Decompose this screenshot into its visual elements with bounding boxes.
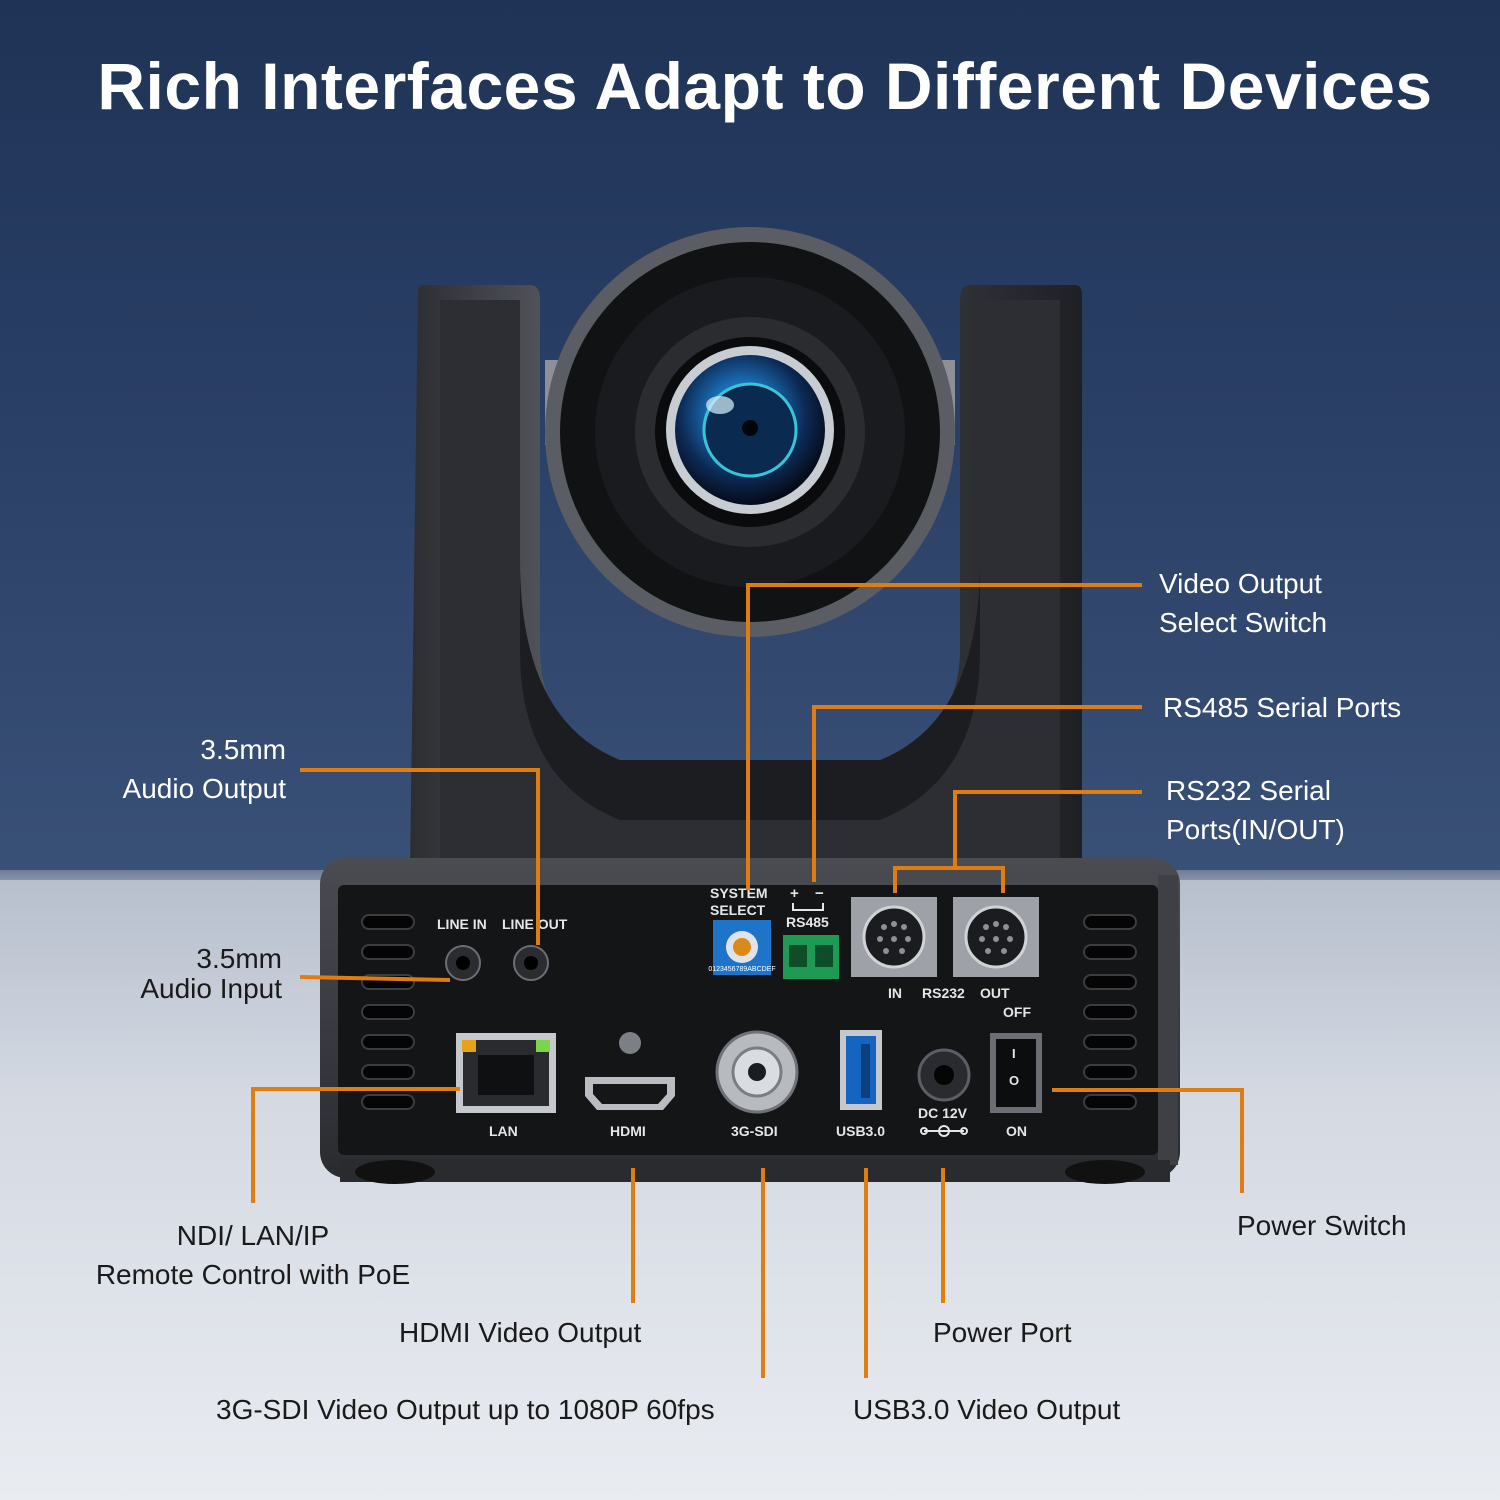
line-out-jack: [513, 945, 549, 981]
callout-power-port: Power Port: [933, 1313, 1072, 1352]
callout-text: Power Port: [933, 1317, 1072, 1348]
callout-rs232: RS232 Serial Ports(IN/OUT): [1166, 771, 1345, 849]
line-in-label: LINE IN: [437, 916, 487, 932]
system-select-dial: 0123456789ABCDEF: [708, 920, 776, 975]
left-vents: [361, 914, 415, 1110]
usb-port: [840, 1030, 882, 1110]
callout-text: Audio Input: [140, 973, 282, 1004]
callout-text: Remote Control with PoE: [95, 1259, 411, 1290]
line-out-label: LINE OUT: [502, 916, 568, 932]
lan-label: LAN: [489, 1123, 518, 1139]
lan-port: [456, 1033, 556, 1113]
line-rs232-out: [955, 866, 1005, 893]
callout-text: Ports(IN/OUT): [1166, 814, 1345, 845]
dc-label: DC 12V: [918, 1105, 968, 1121]
callout-sdi: 3G-SDI Video Output up to 1080P 60fps: [216, 1390, 715, 1429]
callout-text: Power Switch: [1237, 1210, 1407, 1241]
callout-lan: NDI/ LAN/IP Remote Control with PoE: [60, 1216, 446, 1294]
callout-hdmi: HDMI Video Output: [399, 1313, 641, 1352]
callout-audio-input: 3.5mm Audio Input: [60, 944, 282, 1004]
callout-video-output-select: Video Output Select Switch: [1159, 564, 1327, 642]
switch-i-mark: I: [1012, 1046, 1016, 1061]
sdi-label: 3G-SDI: [731, 1123, 778, 1139]
switch-o-mark: O: [1009, 1073, 1019, 1088]
line-power-switch: [1052, 1088, 1244, 1193]
callout-lines: [251, 583, 1244, 1378]
switch-on-label: ON: [1006, 1123, 1027, 1139]
page-title: Rich Interfaces Adapt to Different Devic…: [97, 49, 1433, 123]
callout-usb: USB3.0 Video Output: [853, 1390, 1120, 1429]
rs485-minus: −: [815, 885, 824, 902]
rs485-label: RS485: [786, 914, 829, 930]
usb-label: USB3.0: [836, 1123, 885, 1139]
power-switch: [990, 1033, 1042, 1113]
sdi-port: [715, 1030, 799, 1114]
callout-text: NDI/ LAN/IP: [176, 1220, 330, 1251]
dc-port: [917, 1048, 971, 1102]
rs485-terminal: [783, 935, 839, 979]
line-rs485: [812, 705, 1142, 882]
callout-text: 3.5mm: [200, 734, 286, 765]
callout-text: RS485 Serial Ports: [1163, 692, 1402, 723]
hdmi-label: HDMI: [610, 1123, 646, 1139]
callout-text: Audio Output: [122, 773, 286, 804]
line-lan: [251, 1087, 460, 1203]
line-in-jack: [445, 945, 481, 981]
select-label: SELECT: [710, 902, 766, 918]
rs485-bracket: [792, 903, 824, 911]
switch-off-label: OFF: [1003, 1004, 1031, 1020]
line-video-select: [746, 583, 1142, 890]
callout-audio-output: 3.5mm Audio Output: [60, 730, 286, 808]
callout-text: RS232 Serial: [1166, 775, 1331, 806]
dial-digits: 0123456789ABCDEF: [708, 966, 775, 973]
line-audio-output: [300, 768, 540, 945]
rs232-in-port: [851, 897, 937, 977]
rs232-out-label: OUT: [980, 985, 1010, 1001]
callout-rs485: RS485 Serial Ports: [1163, 688, 1401, 727]
callout-text: 3G-SDI Video Output up to 1080P 60fps: [216, 1394, 715, 1425]
rs232-out-port: [953, 897, 1039, 977]
rs485-plus: +: [790, 885, 799, 902]
callout-text: HDMI Video Output: [399, 1317, 642, 1348]
rs232-label: RS232: [922, 985, 965, 1001]
line-audio-input: [299, 975, 451, 982]
callout-text: 3.5mm: [196, 943, 282, 974]
system-label: SYSTEM: [710, 885, 768, 901]
callout-text: Video Output: [1159, 568, 1322, 599]
dc-polarity-icon: [920, 1125, 968, 1137]
callout-power-switch: Power Switch: [1237, 1206, 1407, 1245]
camera-lens: [666, 346, 834, 514]
callout-text: USB3.0 Video Output: [853, 1394, 1121, 1425]
callout-text: Select Switch: [1159, 607, 1328, 638]
hdmi-port: [585, 1032, 675, 1110]
right-vents: [1083, 914, 1137, 1110]
rs232-in-label: IN: [888, 985, 902, 1001]
